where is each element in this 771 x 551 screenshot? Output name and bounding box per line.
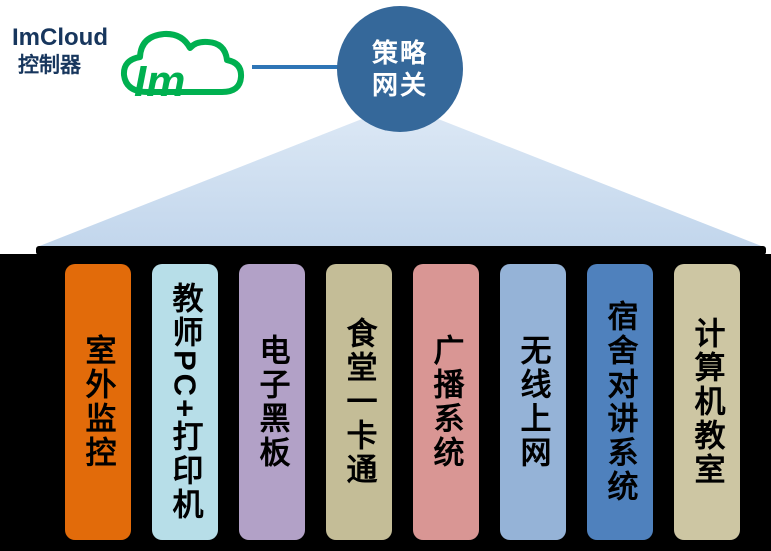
pillar-e-blackboard: 电子黑板 (239, 264, 305, 540)
pillar-label: 室外监控 (80, 334, 116, 470)
gateway-label-line2: 网关 (371, 70, 428, 100)
controller-title: ImCloud (12, 24, 108, 51)
gateway-node: 策略 网关 (337, 6, 463, 132)
gateway-label-line1: 策略 (371, 37, 428, 68)
divider-bar (36, 246, 766, 255)
pillar-label: 宿舍对讲系统 (602, 300, 638, 504)
controller-label: ImCloud 控制器 (12, 24, 108, 78)
connector-line (252, 65, 338, 69)
pillar-canteen-card: 食堂一卡通 (326, 264, 392, 540)
pillar-label: 广播系统 (428, 334, 464, 470)
pillar-wireless-internet: 无线上网 (500, 264, 566, 540)
cloud-outline (120, 30, 245, 95)
pillar-computer-classroom: 计算机教室 (674, 264, 740, 540)
pillar-outdoor-monitoring: 室外监控 (65, 264, 131, 540)
pillar-dorm-intercom: 宿舍对讲系统 (587, 264, 653, 540)
pillar-label: 教师PC+打印机 (167, 281, 203, 523)
pillar-teacher-pc-printer: 教师PC+打印机 (152, 264, 218, 540)
pillar-label: 无线上网 (515, 334, 551, 470)
pillars-section: 室外监控 教师PC+打印机 电子黑板 食堂一卡通 广播系统 无线上网 宿舍对讲系… (0, 254, 771, 551)
pillar-label: 食堂一卡通 (341, 317, 377, 487)
pillar-label: 电子黑板 (254, 334, 290, 470)
pillar-label: 计算机教室 (689, 317, 725, 487)
pillar-broadcast-system: 广播系统 (413, 264, 479, 540)
controller-subtitle: 控制器 (18, 53, 81, 77)
cloud-icon: Im (120, 30, 245, 106)
cloud-icon-text: Im (134, 57, 185, 106)
